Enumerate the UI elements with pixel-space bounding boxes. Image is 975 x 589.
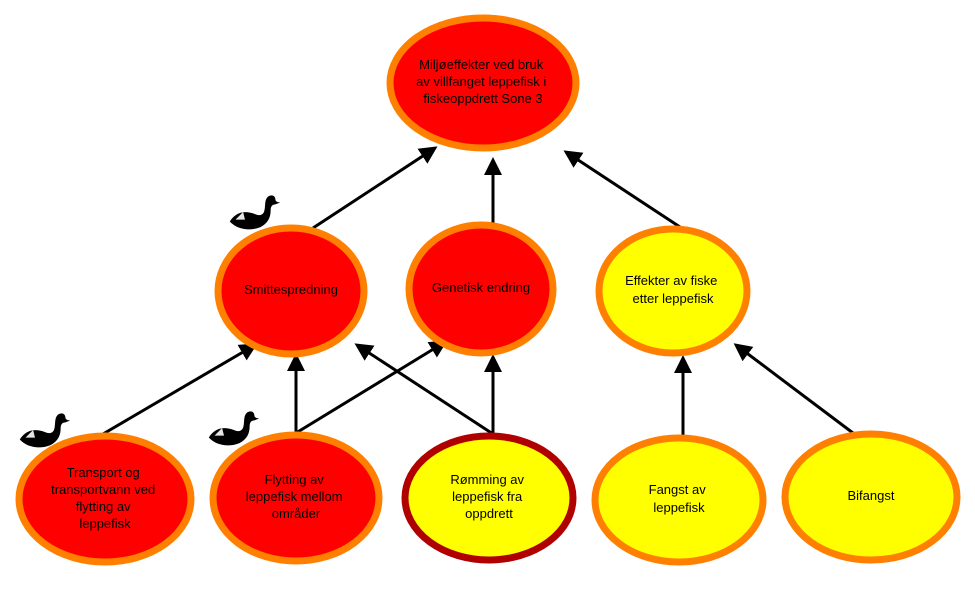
node-fangst-line: Fangst av [649, 482, 707, 497]
node-transport-line: flytting av [76, 499, 131, 514]
node-romming: Rømming av leppefisk fra oppdrett [401, 432, 577, 564]
arrow-transport-to-smitte [102, 343, 258, 436]
connections [102, 146, 858, 438]
node-flytting-line: Flytting av [265, 472, 325, 487]
black-swan-icon [229, 195, 281, 230]
node-romming-line: leppefisk fra [452, 489, 523, 504]
arrow-smitte-to-root [312, 146, 438, 230]
node-smittespredning-line: Smittespredning [244, 282, 338, 297]
node-smittespredning: Smittespredning [214, 224, 368, 358]
node-root: Miljøeffekter ved bruk av villfanget lep… [386, 14, 580, 152]
arrow-flytting-to-genetisk [295, 340, 448, 435]
node-transport: Transport og transportvann ved flytting … [15, 432, 195, 566]
node-transport-line: Transport og [67, 465, 140, 480]
node-flytting-label: Flytting av leppefisk mellom områder [246, 472, 346, 521]
node-effekter-av-fiske-label: Effekter av fiske etter leppefisk [625, 273, 721, 306]
node-transport-label: Transport og transportvann ved flytting … [51, 465, 159, 531]
arrow-effekter-to-root [563, 150, 681, 229]
arrow-bifangst-to-effekter [733, 343, 858, 438]
node-root-line: fiskeoppdrett Sone 3 [423, 91, 542, 106]
node-genetisk-endring-label: Genetisk endring [432, 280, 530, 295]
node-root-line: av villfanget leppefisk i [416, 74, 546, 89]
node-genetisk-endring-line: Genetisk endring [432, 280, 530, 295]
node-flytting-line: leppefisk mellom [246, 489, 343, 504]
node-effekter-av-fiske-line: Effekter av fiske [625, 273, 717, 288]
node-bifangst-line: Bifangst [848, 488, 895, 503]
node-bifangst-label: Bifangst [848, 488, 895, 503]
node-effekter-av-fiske-line: etter leppefisk [633, 291, 714, 306]
node-flytting-line: områder [272, 506, 321, 521]
black-swan-icon [208, 411, 260, 446]
node-fangst-label: Fangst av leppefisk [649, 482, 710, 515]
node-transport-line: leppefisk [79, 516, 131, 531]
node-flytting: Flytting av leppefisk mellom områder [209, 431, 383, 565]
node-smittespredning-label: Smittespredning [244, 282, 338, 297]
node-fangst: Fangst av leppefisk [591, 434, 767, 566]
node-root-line: Miljøeffekter ved bruk [419, 57, 544, 72]
node-transport-line: transportvann ved [51, 482, 155, 497]
node-root-label: Miljøeffekter ved bruk av villfanget lep… [416, 57, 550, 106]
node-romming-line: Rømming av [450, 472, 524, 487]
node-genetisk-endring: Genetisk endring [405, 221, 557, 357]
arrow-romming-to-smitte [354, 343, 494, 436]
node-fangst-line: leppefisk [653, 500, 705, 515]
node-bifangst: Bifangst [781, 430, 961, 564]
node-effekter-av-fiske: Effekter av fiske etter leppefisk [595, 225, 751, 357]
node-romming-line: oppdrett [465, 506, 513, 521]
node-romming-label: Rømming av leppefisk fra oppdrett [450, 472, 527, 521]
